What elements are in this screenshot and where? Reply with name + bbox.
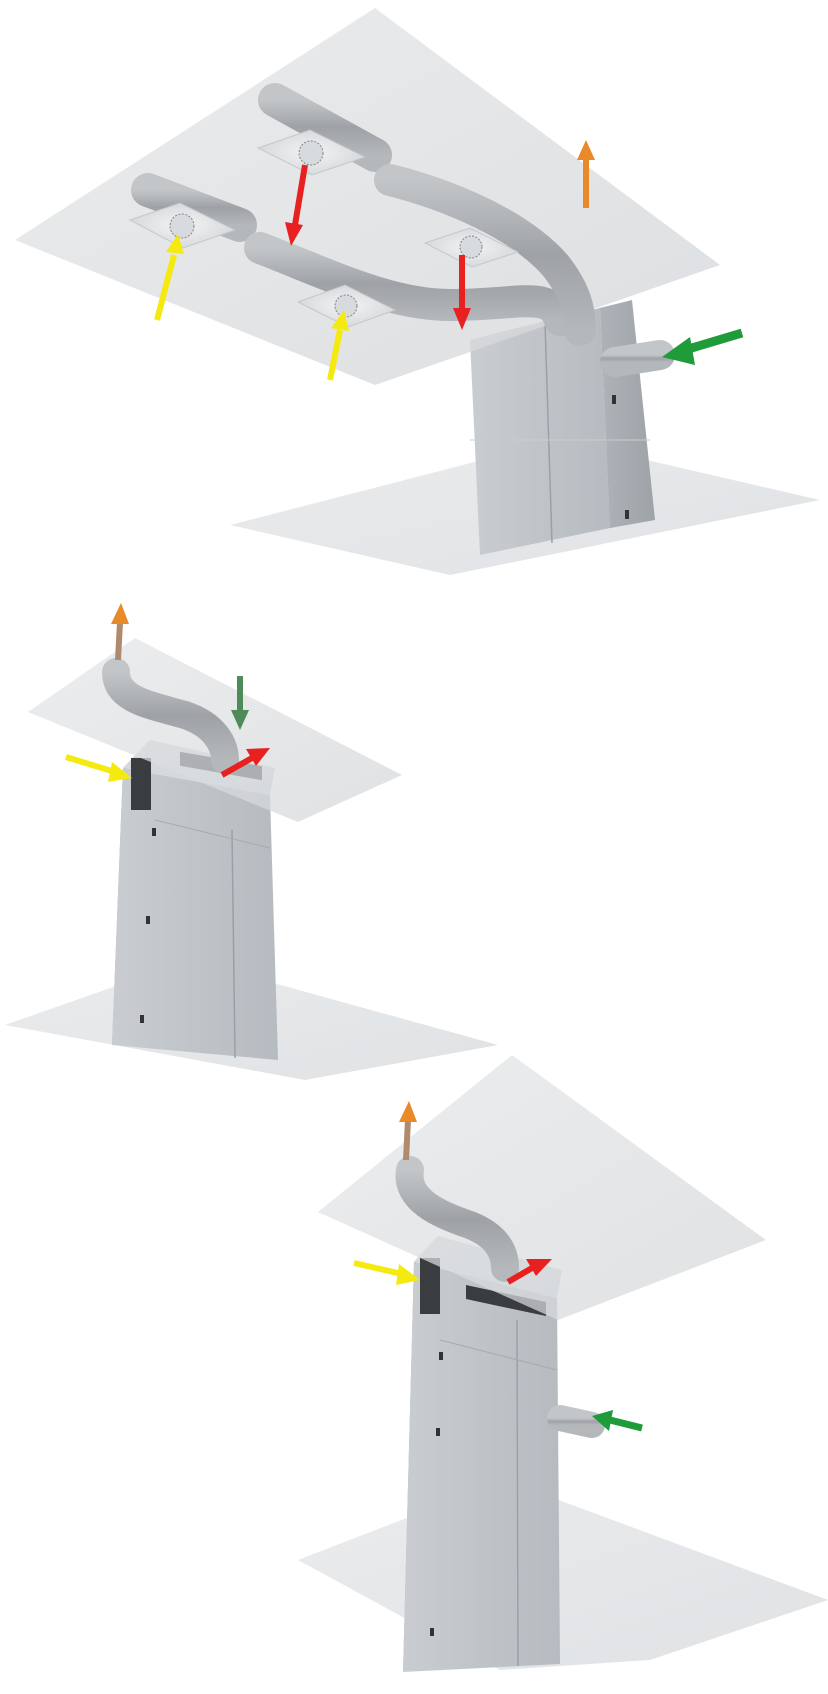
ceiling-plane xyxy=(318,1055,766,1320)
extract-air-arrow xyxy=(66,757,132,782)
installation-1 xyxy=(15,8,820,575)
floor-plane xyxy=(298,1480,828,1670)
extract-air-arrow xyxy=(354,1263,420,1285)
extract-grille xyxy=(131,758,151,810)
installation-2 xyxy=(5,603,498,1080)
installation-3 xyxy=(298,1055,828,1672)
wall-duct xyxy=(560,1418,592,1425)
extract-grille xyxy=(420,1258,440,1314)
